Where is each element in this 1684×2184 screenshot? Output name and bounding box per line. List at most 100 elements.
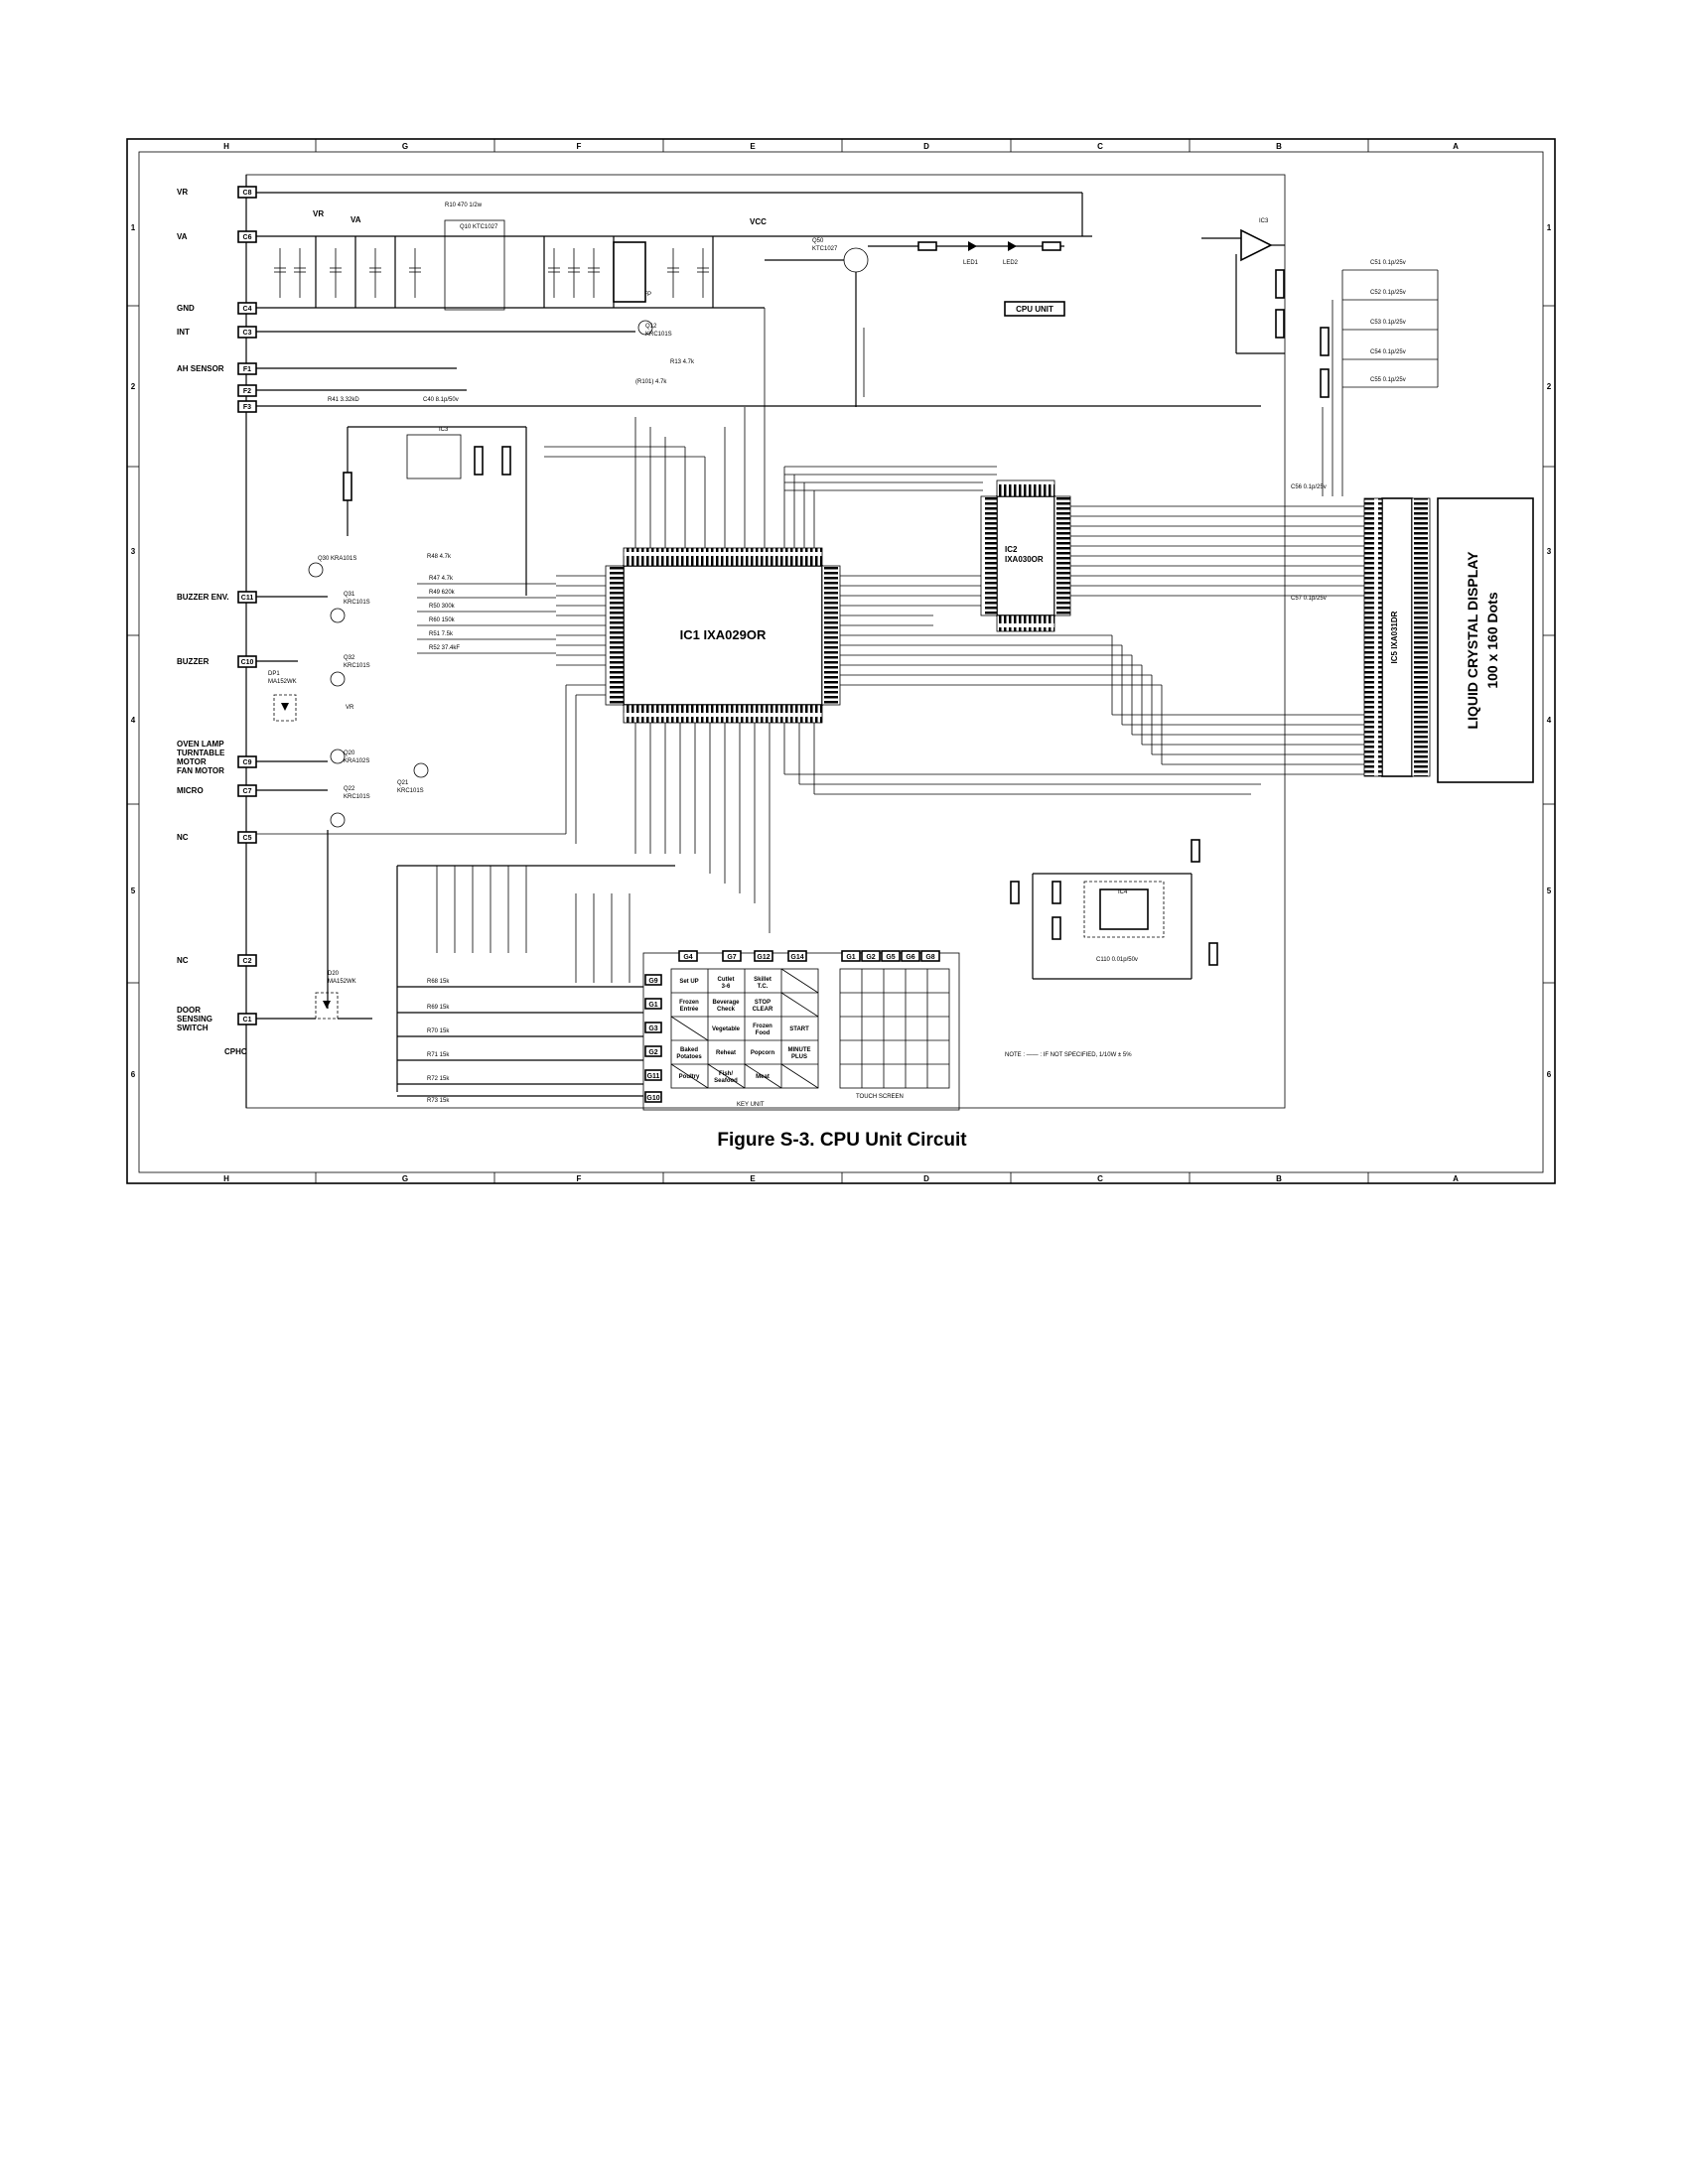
diode-icon [323,1001,331,1009]
key-col-pin: G8 [925,954,934,961]
connector-label-multiline: DOOR SENSING SWITCH [177,1006,214,1032]
connector-label: CPHC [224,1047,247,1056]
resistor-icon [1052,916,1061,940]
border-top-letter: C [1097,142,1103,151]
diode-icon [281,703,289,711]
connector-label-multiline: OVEN LAMP TURNTABLE MOTOR FAN MOTOR [177,740,227,775]
key-col-pin: G12 [757,954,770,961]
power-rails [256,192,1261,407]
r48-label: R48 4.7k [427,554,452,560]
cap-label: C51 0.1p/25v [1370,260,1406,266]
border-top-letter: H [223,142,229,151]
connector-label: VR [177,188,188,197]
border-right-number: 4 [1547,716,1552,725]
key-grid-lines [670,968,819,1089]
connector-label: BUZZER [177,657,210,666]
connector-pin: C7 [243,788,252,795]
transistor-icon [330,608,346,623]
key-col-pins: G4 G7 G12 G14 G1 G2 G5 G6 G8 [678,950,940,962]
connector-label-line: FAN MOTOR [177,766,224,775]
right-capacitor-stack: C51 0.1p/25v C52 0.1p/25v C53 0.1p/25v C… [1322,260,1439,496]
key-label: Popcorn [751,1050,775,1056]
resistor-label: R49 620k [429,590,456,596]
transistor-icon [330,812,346,828]
key-col-pin: G1 [846,954,855,961]
figure-caption: Figure S-3. CPU Unit Circuit [717,1130,967,1151]
va-label: VA [351,215,361,224]
vcc-label: VCC [750,217,767,226]
inner-frame [138,151,1544,1173]
key-row-pins: G9 G1 G3 G2 G11 G10 [644,974,662,1103]
connector-pin: C9 [243,759,252,766]
border-left-number: 3 [131,547,136,556]
border-left-number: 5 [131,887,136,895]
connector-label-line: TURNTABLE [177,749,225,757]
resistor-label: R70 15k [427,1028,450,1034]
resistor-icon [474,446,484,476]
resistor-label: R51 7.5k [429,631,454,637]
r101-label: (R101) 4.7k [635,379,667,385]
transistor-icon [330,749,346,764]
cap-label: C53 0.1p/25v [1370,320,1406,326]
cap-label: C55 0.1p/25v [1370,377,1406,383]
border-right-number: 1 [1547,223,1552,232]
top-capacitors [274,248,709,298]
cap-label: C54 0.1p/25v [1370,349,1406,355]
border-top-letter: B [1276,142,1282,151]
resistor-icon [1275,309,1285,339]
connector-pin-box [237,954,257,967]
resistor-icon [501,446,511,476]
ic1-pins [605,547,841,724]
c110-label: C110 0.01p/50v [1096,957,1138,963]
resistor-icon [1320,368,1330,398]
resistor-label: R71 15k [427,1052,450,1058]
led-resistor [1042,241,1061,251]
border-right-number: 5 [1547,887,1552,895]
outer-frame [126,138,1556,1184]
key-label: Reheat [716,1050,736,1056]
key-col-pin: G5 [886,954,895,961]
connector-pin: C5 [243,835,252,842]
connector-pin: F1 [243,366,251,373]
connector-pin: C6 [243,234,252,241]
resistor-label: R52 37.4kF [429,645,460,651]
resistor-label: R73 15k [427,1098,450,1104]
border-bottom-letter: G [402,1174,408,1183]
connector-pin: C2 [243,958,252,965]
key-col-pin: G6 [906,954,914,961]
connector-pin: C3 [243,330,252,337]
resistor-icon [1191,839,1200,863]
resistor-icon [343,472,352,501]
border-numbers: 1 2 3 4 5 6 1 2 3 4 5 6 [131,223,1552,1079]
key-label: Poultry [679,1074,700,1080]
border-top-letter: E [750,142,756,151]
ic1-label: IC1 IXA029OR [680,627,767,642]
cap-label: C56 0.1p/25v [1291,484,1327,490]
bottom-resistor-array: R68 15k R69 15k R70 15k R71 15k R72 15k … [396,865,675,1104]
led-resistor [917,241,937,251]
led2-label: LED2 [1003,260,1019,266]
key-col-pin: G14 [790,954,803,961]
transistor-icon [308,562,324,578]
q10-block [444,219,505,311]
connector-label-line: DOOR [177,1006,201,1015]
ic1-cpu: IC1 IXA029OR [605,547,841,724]
vr-label: VR [313,209,324,218]
key-label: Meat [756,1074,770,1080]
led2-diode-icon [1008,241,1017,251]
border-left-number: 4 [131,716,136,725]
c40-label: C40 8.1p/50v [423,397,459,403]
key-row-pin: G3 [648,1025,657,1032]
border-left-number: 2 [131,382,136,391]
key-label: Set UP [679,979,698,985]
border-top-letter: D [923,142,929,151]
lcd-resolution: 100 x 160 Dots [1484,592,1500,688]
cap-label: C57 0.1p/25v [1291,596,1327,602]
r41-label: R41 3.32kD [328,397,359,403]
